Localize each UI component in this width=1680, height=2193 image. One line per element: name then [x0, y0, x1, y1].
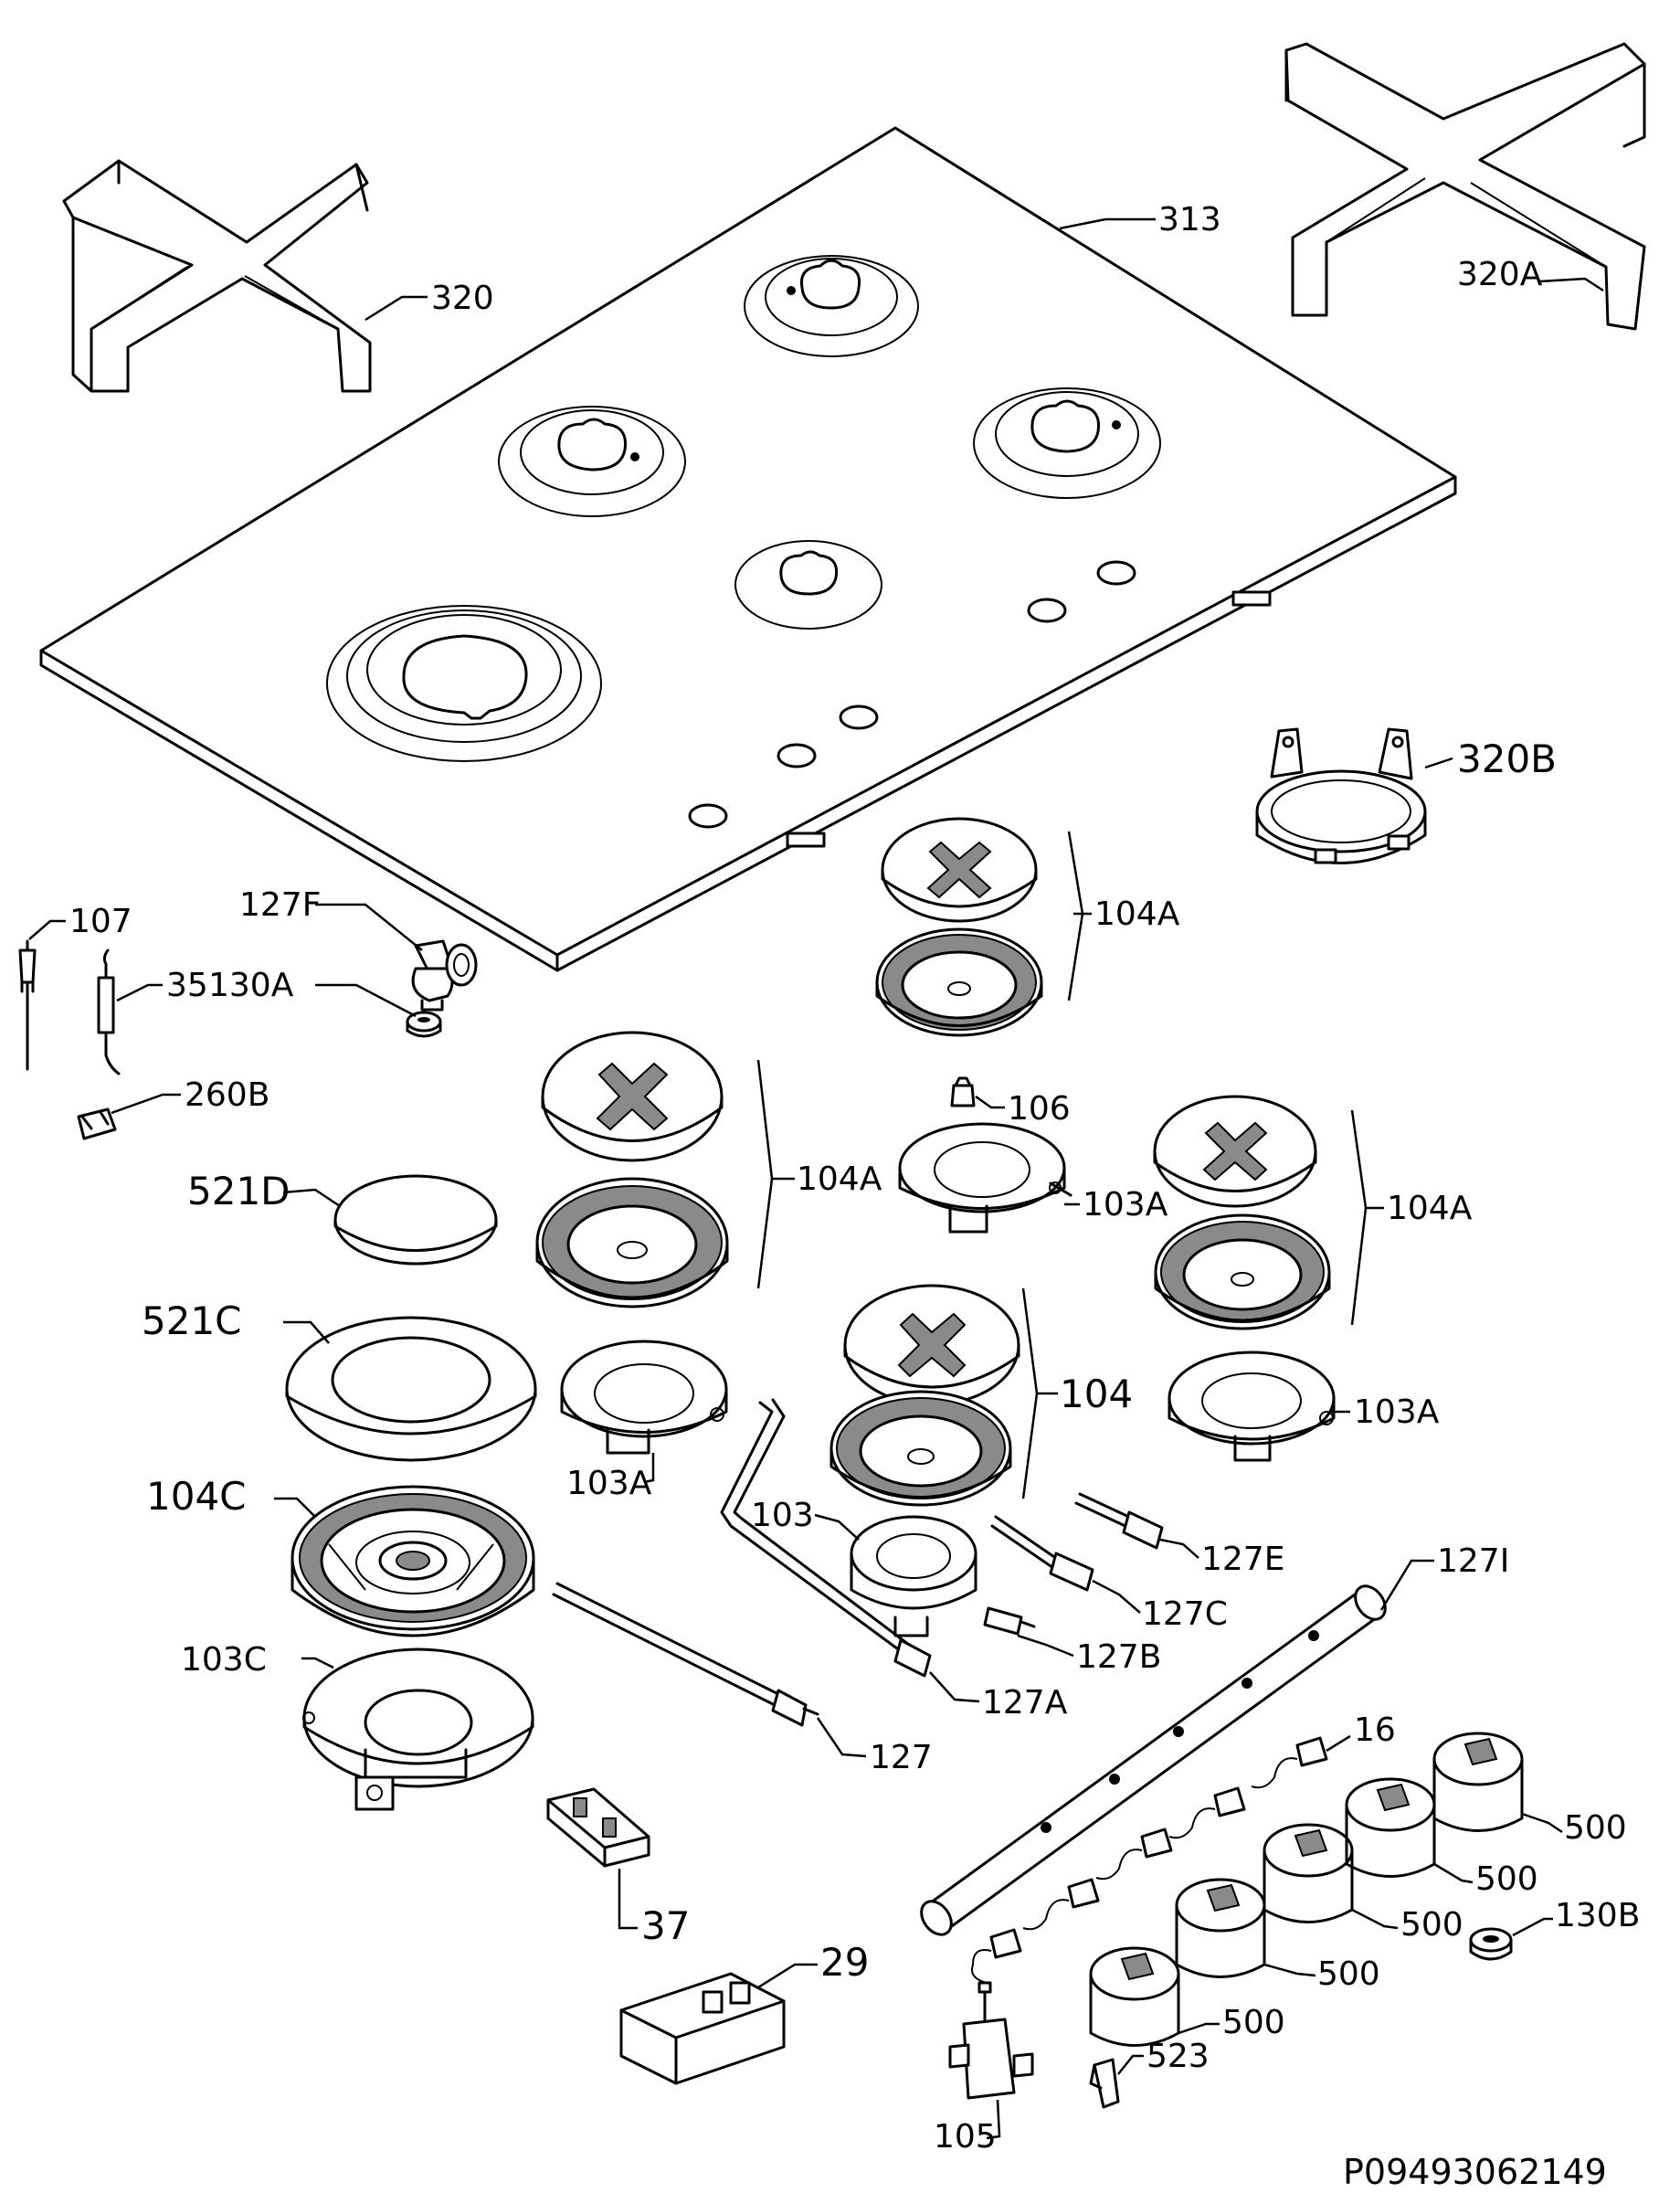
label-521D: 521D: [187, 1169, 291, 1213]
clip-523: [1089, 2058, 1120, 2109]
knob-4: [1345, 1777, 1436, 1878]
label-127B: 127B: [1076, 1638, 1161, 1676]
label-127E: 127E: [1201, 1541, 1284, 1578]
label-106: 106: [1008, 1090, 1071, 1128]
knob-1: [1089, 1946, 1180, 2047]
part-labels: 313 320 320A 320B 107 127F 35 130A 260B …: [69, 201, 1640, 2156]
label-127I: 127I: [1437, 1542, 1509, 1580]
label-35: 35: [166, 967, 208, 1004]
gas-pipe-127A: [720, 1398, 932, 1678]
label-103A-right: 103A: [1354, 1393, 1440, 1431]
glass-disk-521D: [333, 1174, 498, 1266]
label-260B: 260B: [185, 1076, 269, 1114]
label-320A: 320A: [1457, 256, 1543, 293]
ignition-unit-29: [619, 1972, 786, 2085]
gas-manifold-127I: [920, 1584, 1387, 1936]
washer-130B: [1469, 1927, 1513, 1961]
gas-pipe-127B: [983, 1606, 1036, 1636]
cooktop-plate: [39, 126, 1457, 972]
label-127C: 127C: [1142, 1595, 1228, 1633]
label-127F: 127F: [239, 886, 321, 924]
burner-cap-104A-right: [1153, 1095, 1317, 1208]
label-500-2: 500: [1317, 1955, 1380, 1993]
washer-130A: [406, 1011, 442, 1038]
label-104A-right: 104A: [1387, 1190, 1473, 1227]
burner-cap-104A-left: [541, 1031, 724, 1162]
label-521C: 521C: [142, 1298, 242, 1343]
knob-3: [1263, 1823, 1354, 1923]
gas-pipe-127C: [990, 1515, 1094, 1592]
label-320: 320: [431, 280, 494, 317]
label-500-1: 500: [1222, 2004, 1285, 2041]
injector-106: [950, 1076, 976, 1107]
wok-ring-support: [1255, 727, 1427, 864]
flame-spreader-104A-right: [1154, 1213, 1331, 1330]
control-knobs-500: [1089, 1732, 1524, 2047]
elbow-connector-127F: [411, 939, 478, 1012]
label-105: 105: [934, 2118, 997, 2156]
label-103A-left: 103A: [566, 1465, 652, 1502]
label-500-3: 500: [1400, 1906, 1463, 1944]
label-500-5: 500: [1564, 1809, 1627, 1847]
gas-pipe-127: [552, 1582, 819, 1727]
leader-lines: [28, 217, 1604, 2140]
label-107: 107: [69, 903, 132, 940]
label-37: 37: [641, 1903, 690, 1948]
spark-generator-37: [546, 1787, 650, 1868]
knob-2: [1175, 1878, 1266, 1978]
gas-pipe-127E: [1074, 1492, 1164, 1550]
label-127A: 127A: [982, 1684, 1068, 1722]
label-104A-left: 104A: [797, 1160, 882, 1198]
burner-cap-104A-top: [881, 817, 1038, 923]
label-313: 313: [1158, 201, 1221, 238]
drawing-code: P09493062149: [1343, 2152, 1607, 2192]
label-320B: 320B: [1457, 736, 1557, 781]
burner-body-103A-top: [898, 1122, 1072, 1234]
thermocouple-107: [18, 939, 37, 1071]
label-523: 523: [1146, 2038, 1210, 2075]
flame-spreader-104A-left: [535, 1177, 729, 1308]
label-130B: 130B: [1555, 1897, 1640, 1934]
burner-cap-104: [843, 1284, 1020, 1406]
burner-body-103A-right: [1168, 1351, 1336, 1462]
wok-burner-spreader-104C: [291, 1485, 535, 1637]
label-500-4: 500: [1475, 1860, 1538, 1898]
label-104A-top: 104A: [1094, 895, 1180, 933]
ignition-electrode-35: [97, 948, 121, 1075]
pan-support-left: [62, 159, 372, 393]
gas-tap-105: [948, 1981, 1034, 2100]
label-16: 16: [1354, 1711, 1396, 1749]
label-29: 29: [820, 1940, 869, 1985]
wok-burner-body-103C: [302, 1647, 534, 1811]
flame-spreader-104A-top: [875, 927, 1043, 1037]
label-127: 127: [870, 1739, 933, 1776]
label-130A: 130A: [208, 967, 294, 1004]
burner-body-103: [850, 1515, 977, 1637]
microswitches-16: [971, 1736, 1328, 1984]
label-103C: 103C: [181, 1641, 267, 1679]
label-103A-top: 103A: [1083, 1186, 1168, 1224]
label-104C: 104C: [146, 1474, 247, 1519]
burner-body-103A-left: [560, 1340, 728, 1455]
knob-5: [1432, 1732, 1524, 1832]
pan-support-right: [1284, 42, 1646, 331]
trim-ring-521C: [285, 1316, 537, 1462]
clip-260B: [77, 1107, 117, 1140]
label-103: 103: [751, 1497, 814, 1534]
flame-spreader-104: [829, 1390, 1012, 1507]
label-104: 104: [1060, 1372, 1133, 1416]
